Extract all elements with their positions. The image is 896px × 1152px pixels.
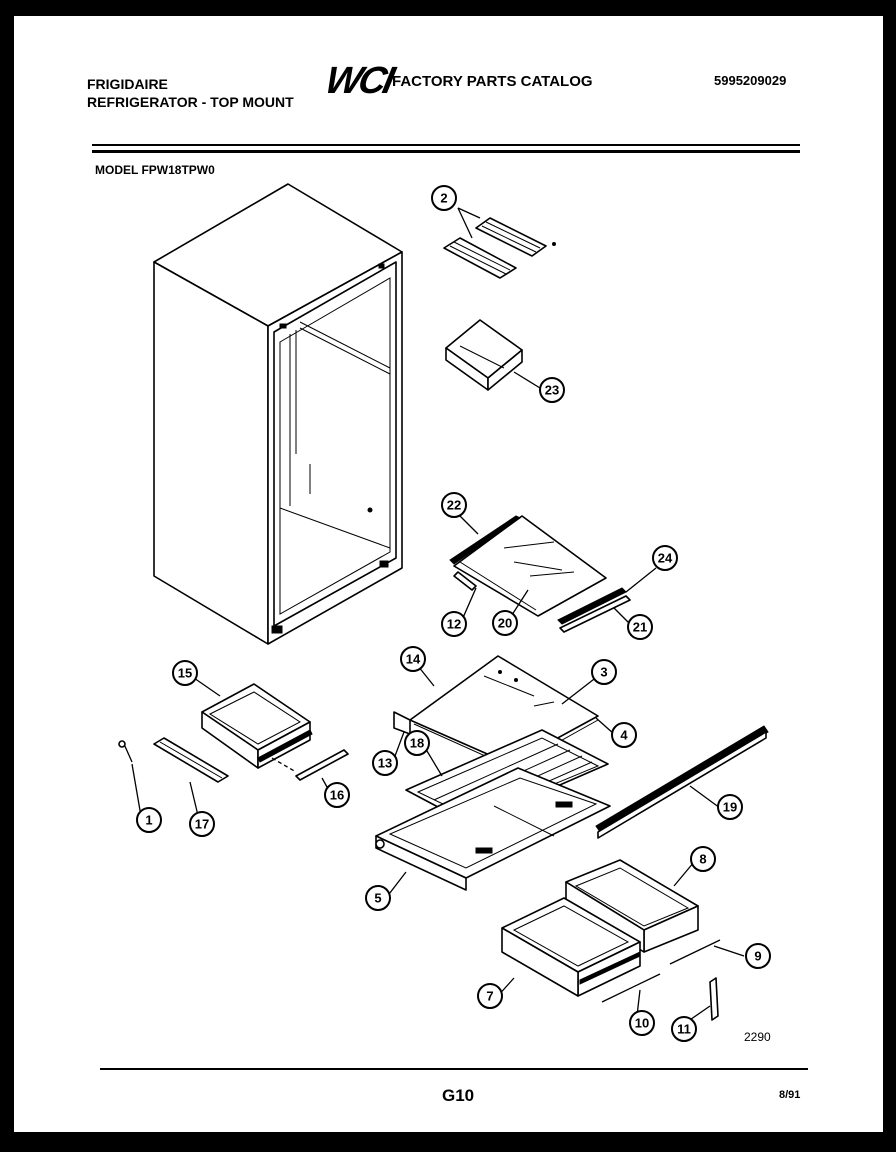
callout-15-label: 15 <box>178 666 192 681</box>
callout-20: 20 <box>492 610 518 636</box>
callout-14: 14 <box>400 646 426 672</box>
callout-22: 22 <box>441 492 467 518</box>
callout-21-label: 21 <box>633 620 647 635</box>
model-number: MODEL FPW18TPW0 <box>95 163 215 177</box>
callout-19: 19 <box>717 794 743 820</box>
callout-21: 21 <box>627 614 653 640</box>
callout-15: 15 <box>172 660 198 686</box>
callout-19-label: 19 <box>723 800 737 815</box>
callout-18-label: 18 <box>410 736 424 751</box>
callout-7-label: 7 <box>486 989 493 1004</box>
ice-bucket <box>445 319 523 391</box>
exploded-parts-diagram: 2 23 22 24 12 20 21 14 3 4 13 18 15 16 1… <box>118 183 771 1042</box>
crisper-drawers <box>501 859 721 1021</box>
callout-17: 17 <box>189 811 215 837</box>
callout-16-label: 16 <box>330 788 344 803</box>
ice-trays <box>443 217 556 279</box>
callout-1: 1 <box>136 807 162 833</box>
product-type: REFRIGERATOR - TOP MOUNT <box>87 94 294 110</box>
brand-name: FRIGIDAIRE <box>87 76 168 92</box>
callout-7: 7 <box>477 983 503 1009</box>
callout-20-label: 20 <box>498 616 512 631</box>
callout-23-label: 23 <box>545 383 559 398</box>
catalog-page: 2 23 22 24 12 20 21 14 3 4 13 18 15 16 1… <box>14 16 883 1132</box>
drawer-support-frame <box>375 767 611 891</box>
callout-24: 24 <box>652 545 678 571</box>
refrigerator-cabinet <box>153 183 403 645</box>
callout-1-label: 1 <box>145 813 152 828</box>
callout-13-label: 13 <box>378 756 392 771</box>
callout-12: 12 <box>441 611 467 637</box>
callout-24-label: 24 <box>658 551 673 566</box>
callout-18: 18 <box>404 730 430 756</box>
callout-22-label: 22 <box>447 498 461 513</box>
callout-9: 9 <box>745 943 771 969</box>
callout-5-label: 5 <box>374 891 381 906</box>
callout-10: 10 <box>629 1010 655 1036</box>
revision-date: 8/91 <box>779 1089 801 1101</box>
small-parts <box>118 737 349 783</box>
callout-8: 8 <box>690 846 716 872</box>
header-rule-thick <box>92 150 800 153</box>
callout-3: 3 <box>591 659 617 685</box>
callout-17-label: 17 <box>195 817 209 832</box>
callout-5: 5 <box>365 885 391 911</box>
wci-logo: WCI <box>321 60 396 102</box>
small-pan-drawer <box>201 683 313 769</box>
page-code: G10 <box>442 1086 475 1105</box>
drawing-number: 2290 <box>744 1030 771 1044</box>
callout-11: 11 <box>671 1016 697 1042</box>
callout-4: 4 <box>611 722 637 748</box>
callout-2-label: 2 <box>440 191 447 206</box>
callout-10-label: 10 <box>635 1016 649 1031</box>
callout-3-label: 3 <box>600 665 607 680</box>
callout-23: 23 <box>539 377 565 403</box>
callout-14-label: 14 <box>406 652 421 667</box>
callout-8-label: 8 <box>699 852 706 867</box>
callout-11-label: 11 <box>677 1022 691 1037</box>
drawer-rail <box>595 725 769 839</box>
catalog-title: FACTORY PARTS CATALOG <box>392 73 593 90</box>
callout-12-label: 12 <box>447 617 461 632</box>
footer-rule <box>100 1068 808 1070</box>
callout-2: 2 <box>431 185 457 211</box>
callout-16: 16 <box>324 782 350 808</box>
callout-9-label: 9 <box>754 949 761 964</box>
callout-13: 13 <box>372 750 398 776</box>
header-rule-thin <box>92 144 800 146</box>
callout-4-label: 4 <box>620 728 628 743</box>
catalog-part-number: 5995209029 <box>714 73 787 88</box>
